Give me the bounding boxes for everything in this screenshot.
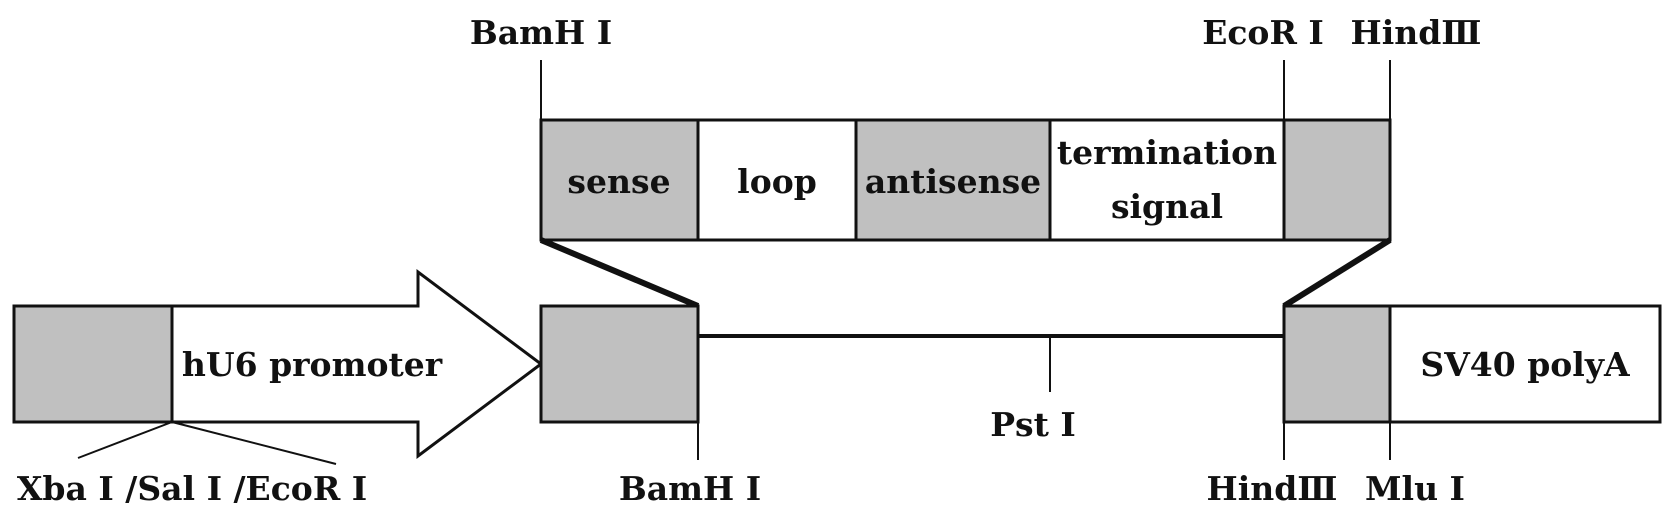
insert-sense-box [539, 118, 700, 242]
top-site-ticks [540, 60, 1391, 120]
termination-label-line1: termination [1057, 133, 1277, 172]
bottom-pst-label: Pst Ⅰ [990, 405, 1076, 444]
promoter-shaded-box [12, 304, 174, 424]
top-hind-label: HindⅢ [1351, 13, 1482, 52]
insert-cassette: sense loop antisense termination signal [539, 118, 1392, 242]
top-bamh-label: BamH Ⅰ [470, 13, 612, 52]
bottom-hind-label: HindⅢ [1207, 469, 1338, 508]
bamh-shaded-box [539, 304, 700, 424]
bottom-xba-label: Xba Ⅰ /Sal Ⅰ /EcoR Ⅰ [17, 469, 367, 508]
sense-label: sense [567, 162, 670, 201]
loop-label: loop [737, 162, 817, 201]
promoter-label: hU6 promoter [182, 345, 443, 384]
right-connector [1282, 237, 1392, 309]
antisense-label: antisense [865, 162, 1041, 201]
bottom-bamh-label: BamH Ⅰ [619, 469, 761, 508]
polya-label: SV40 polyA [1420, 345, 1630, 384]
polya-box [1388, 304, 1662, 424]
top-ecor-label: EcoR Ⅰ [1202, 13, 1324, 52]
insert-antisense-box [854, 118, 1052, 242]
vector-backbone: hU6 promoter SV40 polyA [12, 269, 1662, 459]
termination-label-line2: signal [1111, 187, 1223, 226]
left-connector [539, 237, 700, 309]
bottom-mlu-label: Mlu Ⅰ [1365, 469, 1465, 508]
insert-end-box [1282, 118, 1392, 242]
insert-loop-box [696, 118, 858, 242]
xba-tick-left [77, 421, 173, 459]
hind-shaded-box [1282, 304, 1392, 424]
xba-tick-right [171, 421, 337, 465]
promoter-arrow [170, 269, 544, 459]
insert-connectors [539, 237, 1392, 309]
bottom-site-ticks [77, 336, 1391, 465]
